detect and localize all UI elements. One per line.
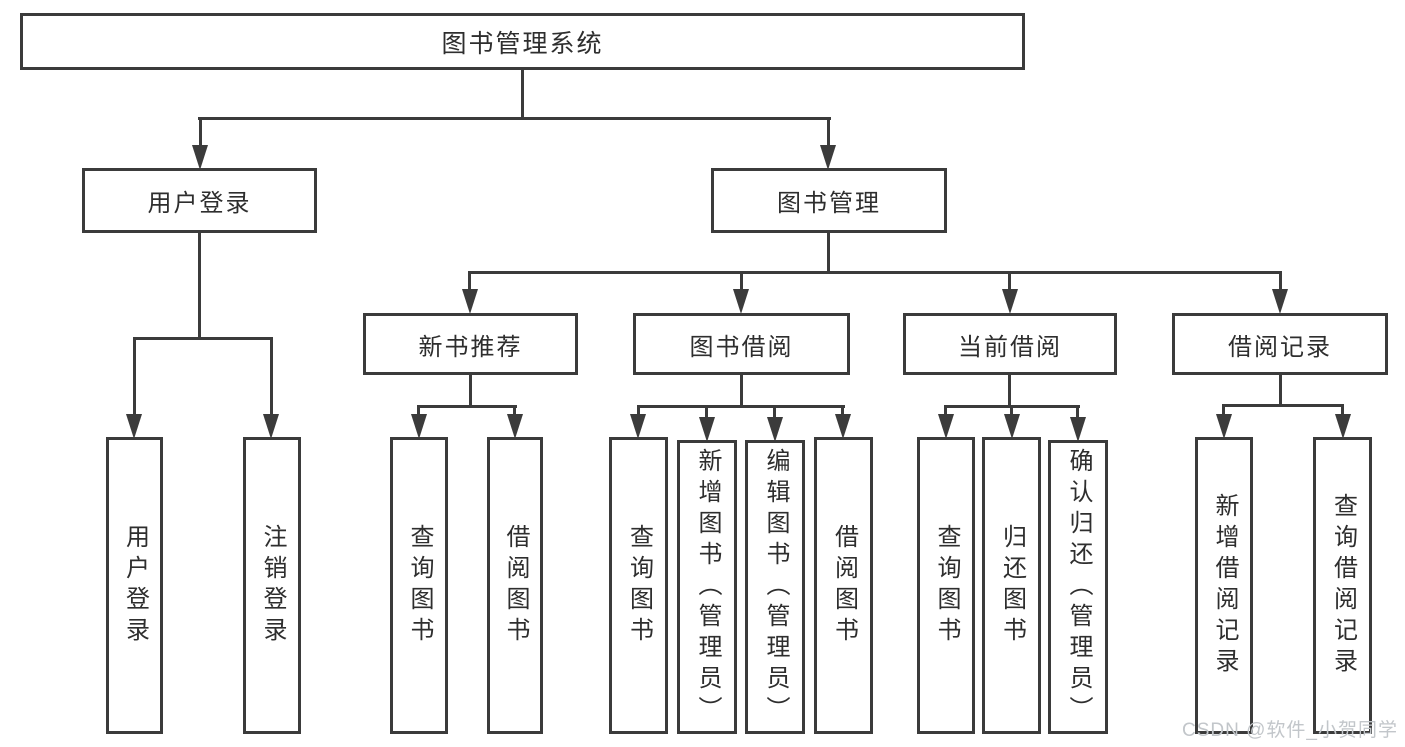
arrow-down-icon: [1070, 417, 1086, 442]
arrow-down-icon: [1272, 289, 1288, 314]
connector-stub: [705, 408, 708, 418]
leaf-borrow-book-2-label: 借阅图书: [830, 523, 858, 648]
leaf-query-book-2-label: 查询图书: [625, 523, 653, 648]
leaf-logout-label: 注销登录: [259, 523, 286, 648]
arrow-down-icon: [1335, 414, 1351, 439]
connector-new-book-rec-branch: [417, 405, 517, 408]
arrow-down-icon: [192, 145, 208, 170]
connector-current-borrow-drop: [1008, 373, 1011, 408]
arrow-down-icon: [1002, 289, 1018, 314]
connector-stub: [1008, 274, 1011, 290]
arrow-down-icon: [699, 417, 715, 442]
connector-stub: [1279, 274, 1282, 290]
arrow-down-icon: [411, 414, 427, 439]
arrow-down-icon: [263, 414, 279, 439]
leaf-user-login-label: 用户登录: [121, 523, 149, 648]
leaf-query-book-3-label: 查询图书: [933, 523, 960, 648]
arrow-down-icon: [507, 414, 523, 439]
arrow-down-icon: [733, 289, 749, 314]
arrow-down-icon: [835, 414, 851, 439]
leaf-return-book: 归还图书: [982, 437, 1041, 734]
leaf-borrow-book-1: 借阅图书: [487, 437, 543, 734]
connector-stub: [740, 274, 743, 290]
leaf-return-book-label: 归还图书: [998, 523, 1026, 648]
node-root: 图书管理系统: [20, 13, 1025, 70]
connector-stub: [468, 274, 471, 290]
leaf-confirm-return-label: 确认归还（管理员）: [1065, 447, 1092, 727]
connector-book-mgmt-drop: [827, 231, 830, 274]
node-user-login: 用户登录: [82, 168, 317, 233]
connector-book-borrow-branch: [637, 405, 845, 408]
arrow-down-icon: [630, 414, 646, 439]
node-root-label: 图书管理系统: [441, 29, 604, 58]
arrow-down-icon: [820, 145, 836, 170]
connector-stub: [827, 120, 830, 147]
arrow-down-icon: [462, 289, 478, 314]
leaf-query-record-label: 查询借阅记录: [1329, 492, 1357, 679]
connector-current-borrow-branch: [944, 405, 1080, 408]
leaf-borrow-book-2: 借阅图书: [814, 437, 873, 734]
leaf-query-book-3: 查询图书: [917, 437, 975, 734]
connector-stub: [1076, 408, 1079, 418]
connector-stub: [270, 340, 273, 415]
leaf-query-book-1-label: 查询图书: [406, 523, 433, 648]
node-borrow-records: 借阅记录: [1172, 313, 1388, 375]
leaf-edit-book: 编辑图书（管理员）: [745, 440, 805, 734]
node-user-login-label: 用户登录: [147, 190, 252, 217]
connector-stub: [513, 408, 516, 416]
connector-root-branch: [198, 117, 831, 120]
node-book-mgmt-label: 图书管理: [777, 190, 881, 217]
leaf-add-record: 新增借阅记录: [1195, 437, 1253, 734]
leaf-borrow-book-1-label: 借阅图书: [502, 523, 529, 648]
connector-stub: [199, 120, 202, 147]
connector-new-book-rec-drop: [469, 373, 472, 408]
arrow-down-icon: [1004, 414, 1020, 439]
node-new-book-rec: 新书推荐: [363, 313, 578, 375]
leaf-add-book: 新增图书（管理员）: [677, 440, 737, 734]
connector-book-borrow-drop: [740, 373, 743, 408]
connector-stub: [841, 408, 844, 416]
node-new-book-rec-label: 新书推荐: [418, 333, 523, 361]
arrow-down-icon: [126, 414, 142, 439]
leaf-logout: 注销登录: [243, 437, 301, 734]
connector-user-login-branch: [133, 337, 273, 340]
connector-stub: [1010, 408, 1013, 416]
leaf-query-book-2: 查询图书: [609, 437, 668, 734]
leaf-add-record-label: 新增借阅记录: [1211, 492, 1238, 679]
node-current-borrow-label: 当前借阅: [958, 333, 1062, 361]
watermark: CSDN @软件_小贺同学: [1182, 720, 1398, 741]
leaf-query-book-1: 查询图书: [390, 437, 448, 734]
node-book-borrow-label: 图书借阅: [689, 333, 794, 361]
connector-stub: [417, 408, 420, 416]
node-current-borrow: 当前借阅: [903, 313, 1117, 375]
leaf-confirm-return: 确认归还（管理员）: [1048, 440, 1108, 734]
leaf-add-book-label: 新增图书（管理员）: [694, 447, 721, 727]
connector-stub: [637, 408, 640, 416]
connector-stub: [1341, 407, 1344, 416]
node-book-borrow: 图书借阅: [633, 313, 850, 375]
arrow-down-icon: [1216, 414, 1232, 439]
connector-user-login-drop: [198, 231, 201, 337]
node-borrow-records-label: 借阅记录: [1228, 333, 1332, 361]
node-book-mgmt: 图书管理: [711, 168, 947, 233]
connector-borrow-records-branch: [1222, 404, 1344, 407]
connector-stub: [944, 408, 947, 416]
connector-stub: [1222, 407, 1225, 416]
connector-stub: [773, 408, 776, 418]
leaf-user-login: 用户登录: [106, 437, 163, 734]
connector-root-drop: [521, 68, 524, 120]
arrow-down-icon: [938, 414, 954, 439]
connector-book-mgmt-branch: [468, 271, 1282, 274]
connector-borrow-records-drop: [1279, 373, 1282, 407]
arrow-down-icon: [767, 417, 783, 442]
connector-stub: [133, 340, 136, 415]
leaf-edit-book-label: 编辑图书（管理员）: [762, 447, 789, 727]
leaf-query-record: 查询借阅记录: [1313, 437, 1372, 734]
